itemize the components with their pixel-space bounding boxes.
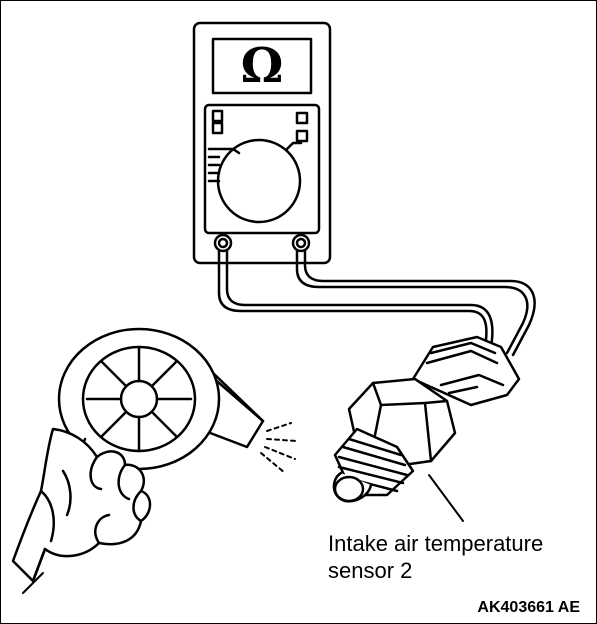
leader-line: [428, 474, 464, 522]
sensor-label-line2: sensor 2: [328, 558, 413, 583]
hair-dryer-icon: [57, 327, 298, 515]
display-symbol: Ω: [240, 38, 284, 94]
sensor-icon: [332, 335, 521, 503]
figure-code: AK403661 AE: [477, 599, 580, 616]
sensor-label-line1: Intake air temperature: [328, 531, 544, 556]
multimeter-icon: [192, 21, 332, 265]
sensor-label: Intake air temperature sensor 2: [328, 530, 543, 584]
test-leads: [217, 249, 536, 357]
hand-icon: [11, 427, 152, 594]
